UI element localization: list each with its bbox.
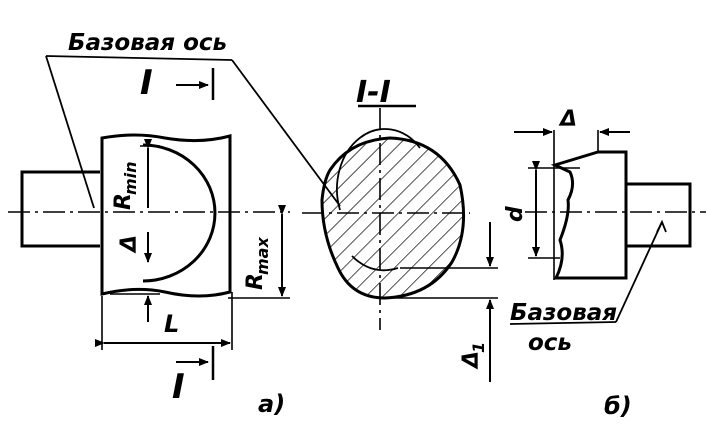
label-base-axis-top: Базовая ось [68, 30, 227, 56]
label-delta: Δ [117, 235, 142, 254]
label-base-axis-bottom-2: ось [528, 330, 572, 356]
leader-base-axis-section [231, 59, 341, 207]
figure-b [509, 128, 706, 325]
label-fig-b: б) [604, 392, 632, 420]
tapered-body [550, 150, 628, 280]
semicircle-cut [142, 143, 217, 283]
label-delta-1: Δ [459, 351, 484, 370]
leader-base-axis-b-underline [509, 321, 617, 325]
label-diameter: d [503, 206, 528, 222]
leader-tick-b [656, 219, 667, 233]
leader-base-axis-a [45, 55, 95, 209]
label-delta-1-sub: 1 [469, 342, 488, 353]
leader-base-axis-b [615, 221, 663, 323]
label-section-mark-bottom: I [172, 367, 185, 407]
label-delta-b: Δ [558, 107, 577, 132]
leader-base-axis-underline [45, 55, 233, 61]
label-base-axis-bottom-1: Базовая [510, 300, 617, 326]
section-view [302, 108, 498, 382]
figure-a [8, 68, 290, 380]
label-rmin: R [111, 193, 136, 210]
label-length: L [164, 310, 179, 338]
label-rmax: R [243, 273, 268, 290]
part-body [100, 133, 232, 298]
shaft-stub-right [626, 182, 692, 248]
label-section-mark-top: I [140, 63, 153, 103]
reference-arc-lower [351, 255, 399, 272]
reference-arc-upper [336, 128, 421, 211]
shaft-stub-left [20, 170, 100, 248]
hatched-section [320, 136, 466, 300]
label-section-title: I-I [356, 75, 391, 110]
label-rmin-sub: min [121, 161, 140, 195]
label-rmax-sub: max [253, 237, 272, 275]
label-fig-a: а) [258, 390, 285, 418]
